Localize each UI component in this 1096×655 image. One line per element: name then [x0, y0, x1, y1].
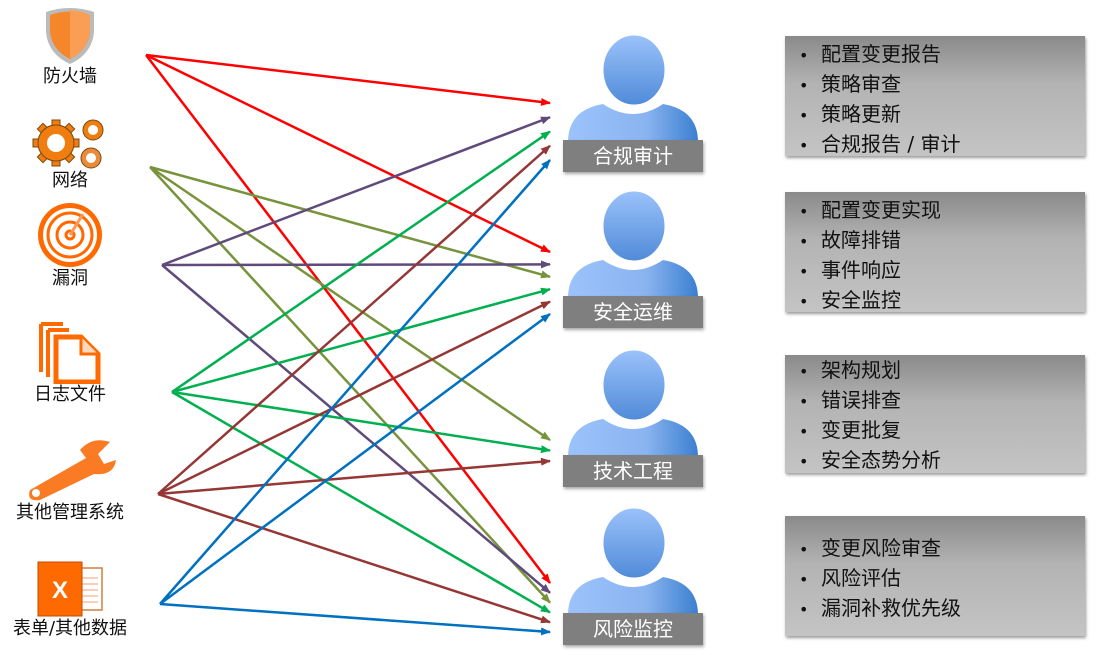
- task-item: 安全态势分析: [799, 446, 1085, 476]
- arrow-logs-to-risk: [171, 390, 551, 614]
- source-logs: 日志文件: [0, 322, 140, 406]
- arrow-firewall-to-risk: [145, 54, 551, 584]
- source-vuln: 漏洞: [0, 202, 140, 290]
- role-ops: 安全运维: [563, 188, 703, 328]
- role-eng: 技术工程: [563, 347, 703, 487]
- task-item: 配置变更实现: [799, 196, 1085, 226]
- task-item: 漏洞补救优先级: [799, 594, 1085, 624]
- arrow-firewall-to-ops: [145, 53, 551, 254]
- role-audit: 合规审计: [563, 32, 703, 172]
- source-label: 漏洞: [52, 268, 88, 289]
- arrow-vuln-to-risk: [161, 264, 551, 594]
- tasks-eng: 架构规划 错误排查 变更批复 安全态势分析: [785, 355, 1085, 473]
- task-item: 事件响应: [799, 256, 1085, 286]
- source-label: 网络: [52, 170, 88, 191]
- arrow-logs-to-ops: [171, 287, 551, 394]
- task-item: 错误排查: [799, 386, 1085, 416]
- document-icon: [39, 322, 101, 384]
- tasks-risk: 变更风险审查 风险评估 漏洞补救优先级: [785, 516, 1085, 636]
- arrow-mgmt-to-eng: [157, 457, 551, 496]
- task-item: 安全监控: [799, 286, 1085, 316]
- source-mgmt: 其他管理系统: [0, 436, 140, 524]
- task-item: 架构规划: [799, 356, 1085, 386]
- task-item: 配置变更报告: [799, 40, 1085, 70]
- arrow-mgmt-to-audit: [157, 144, 551, 495]
- arrow-network-to-risk: [149, 166, 551, 604]
- task-item: 变更风险审查: [799, 534, 1085, 564]
- arrow-mgmt-to-risk: [157, 492, 551, 624]
- task-item: 故障排错: [799, 226, 1085, 256]
- arrow-forms-to-ops: [159, 312, 551, 606]
- source-label: 日志文件: [34, 384, 106, 405]
- source-label: 表单/其他数据: [12, 618, 128, 639]
- arrow-vuln-to-audit: [161, 116, 551, 267]
- role-label: 技术工程: [563, 455, 703, 487]
- arrow-forms-to-audit: [159, 159, 551, 605]
- arrow-network-to-eng: [149, 165, 551, 442]
- tasks-ops: 配置变更实现 故障排错 事件响应 安全监控: [785, 192, 1085, 312]
- task-item: 策略更新: [799, 100, 1085, 130]
- arrow-mgmt-to-ops: [157, 300, 551, 496]
- arrow-firewall-to-audit: [145, 53, 551, 106]
- role-label: 风险监控: [563, 613, 703, 645]
- role-risk: 风险监控: [563, 505, 703, 645]
- source-label: 防火墙: [43, 66, 97, 87]
- source-label: 其他管理系统: [16, 502, 124, 523]
- shield-icon: [46, 8, 94, 64]
- excel-letter: X: [52, 577, 68, 604]
- source-forms: X 表单/其他数据: [0, 560, 140, 640]
- source-network: 网络: [0, 116, 140, 192]
- wrench-icon: [29, 440, 116, 501]
- role-label: 合规审计: [563, 140, 703, 172]
- arrow-logs-to-audit: [171, 130, 551, 394]
- radar-icon: [38, 203, 102, 267]
- arrow-forms-to-risk: [159, 602, 551, 636]
- role-label: 安全运维: [563, 296, 703, 328]
- gears-icon: [32, 119, 104, 169]
- arrow-logs-to-eng: [171, 390, 551, 454]
- task-item: 策略审查: [799, 70, 1085, 100]
- task-item: 风险评估: [799, 564, 1085, 594]
- tasks-audit: 配置变更报告 策略审查 策略更新 合规报告 / 审计: [785, 36, 1085, 156]
- excel-icon: X: [37, 561, 103, 617]
- task-item: 变更批复: [799, 416, 1085, 446]
- task-item: 合规报告 / 审计: [799, 130, 1085, 160]
- arrow-network-to-ops: [149, 165, 551, 279]
- source-firewall: 防火墙: [0, 6, 140, 88]
